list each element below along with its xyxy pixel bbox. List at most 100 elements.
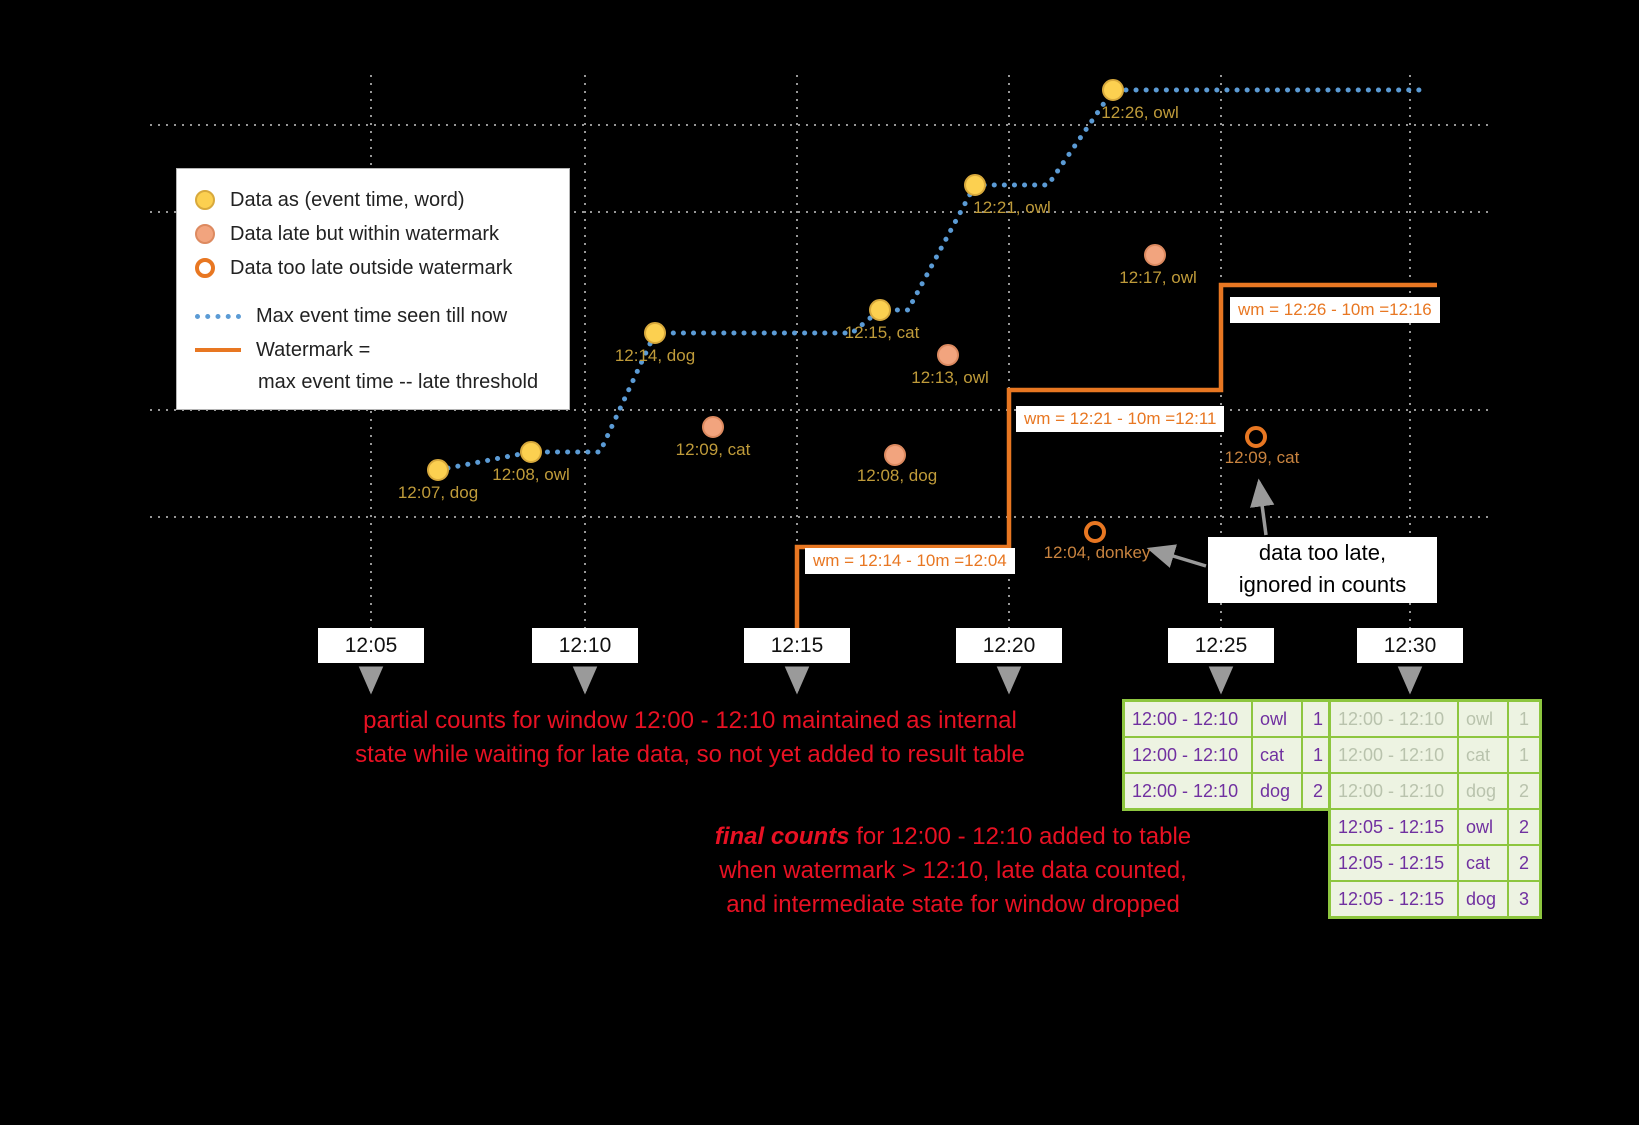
table-cell: cat: [1457, 844, 1509, 882]
table-cell: cat: [1457, 736, 1509, 774]
too-late-circle-icon: [195, 258, 215, 278]
point-label: 12:13, owl: [911, 368, 989, 387]
final-counts-emphasis: final counts: [714, 823, 850, 850]
legend-label-watermark: Watermark =: [256, 338, 371, 361]
legend-label-watermark-2: max event time -- late threshold: [258, 370, 539, 393]
legend-label-max-event-line: Max event time seen till now: [256, 304, 508, 327]
annotation-line: final counts for 12:00 - 12:10 added to …: [628, 820, 1278, 854]
point-label: 12:08, owl: [492, 465, 570, 484]
point-label: 12:09, cat: [675, 440, 751, 459]
point-label: 12:04, donkey: [1043, 543, 1151, 562]
table-cell: 3: [1507, 880, 1542, 919]
data-point-ontime: [520, 441, 542, 463]
table-cell: owl: [1251, 699, 1303, 738]
table-row: 12:05 - 12:15 cat 2: [1328, 844, 1542, 882]
table-cell: 2: [1507, 808, 1542, 846]
table-cell: cat: [1251, 736, 1303, 774]
data-point-too-late: [1245, 426, 1267, 448]
point-label: 12:14, dog: [614, 346, 696, 365]
table-cell: 12:05 - 12:15: [1328, 880, 1459, 919]
tick-12-15: 12:15: [744, 628, 850, 663]
point-label: 12:08, dog: [856, 466, 938, 485]
table-cell: 12:00 - 12:10: [1328, 772, 1459, 810]
table-cell: owl: [1457, 699, 1509, 738]
table-cell: 2: [1507, 844, 1542, 882]
table-cell: 1: [1507, 699, 1542, 738]
legend-item-watermark: Watermark =: [195, 333, 559, 367]
legend-item-max-event-line: Max event time seen till now: [195, 299, 559, 333]
tick-12-05: 12:05: [318, 628, 424, 663]
data-point-ontime: [644, 322, 666, 344]
table-cell: 2: [1507, 772, 1542, 810]
annotation-line: partial counts for window 12:00 - 12:10 …: [363, 707, 1017, 734]
tick-12-30: 12:30: [1357, 628, 1463, 663]
point-label: 12:07, dog: [397, 483, 479, 502]
legend: Data as (event time, word) Data late but…: [176, 168, 570, 410]
data-point-too-late: [1084, 521, 1106, 543]
point-label: 12:21, owl: [973, 198, 1051, 217]
annotation-line: when watermark > 12:10, late data counte…: [719, 857, 1187, 884]
table-cell: 12:00 - 12:10: [1122, 699, 1253, 738]
legend-label-ontime: Data as (event time, word): [230, 188, 465, 211]
data-point-ontime: [964, 174, 986, 196]
data-point-ontime: [427, 459, 449, 481]
table-cell: owl: [1457, 808, 1509, 846]
data-point-ontime: [1102, 79, 1124, 101]
tick-12-10: 12:10: [532, 628, 638, 663]
table-cell: 12:00 - 12:10: [1122, 736, 1253, 774]
watermark-value-label: wm = 12:26 - 10m =12:16: [1230, 297, 1440, 323]
max-event-time-line: [435, 87, 1423, 473]
note-line: ignored in counts: [1238, 572, 1407, 597]
table-cell: dog: [1457, 772, 1509, 810]
watermark-line-icon: [195, 348, 241, 352]
result-table-12-30: 12:00 - 12:10 owl 1 12:00 - 12:10 cat 1 …: [1328, 699, 1542, 919]
table-cell: 12:00 - 12:10: [1328, 699, 1459, 738]
point-label: 12:15, cat: [844, 323, 920, 342]
legend-item-late: Data late but within watermark: [195, 217, 559, 251]
data-point-late: [884, 444, 906, 466]
too-late-note-arrows: [1146, 478, 1275, 568]
data-point-late: [702, 416, 724, 438]
partial-counts-annotation: partial counts for window 12:00 - 12:10 …: [300, 704, 1080, 772]
too-late-note: data too late, ignored in counts: [1208, 537, 1437, 603]
table-cell: dog: [1251, 772, 1303, 811]
point-label: 12:09, cat: [1224, 448, 1300, 467]
table-cell: 12:00 - 12:10: [1122, 772, 1253, 811]
tick-12-20: 12:20: [956, 628, 1062, 663]
watermark-line: [794, 282, 1437, 631]
table-row-faded: 12:00 - 12:10 owl 1: [1328, 699, 1542, 738]
late-dot-icon: [195, 224, 215, 244]
table-row: 12:00 - 12:10 dog 2: [1122, 772, 1336, 811]
legend-item-watermark-cont: max event time -- late threshold: [195, 367, 559, 397]
annotation-line: and intermediate state for window droppe…: [726, 891, 1180, 918]
table-cell: 12:00 - 12:10: [1328, 736, 1459, 774]
tick-arrows: [358, 666, 1423, 695]
table-row-faded: 12:00 - 12:10 dog 2: [1328, 772, 1542, 810]
table-cell: 12:05 - 12:15: [1328, 844, 1459, 882]
final-counts-annotation: final counts for 12:00 - 12:10 added to …: [628, 820, 1278, 922]
tick-12-25: 12:25: [1168, 628, 1274, 663]
point-label: 12:26, owl: [1101, 103, 1179, 122]
legend-label-late: Data late but within watermark: [230, 222, 500, 245]
table-row: 12:05 - 12:15 dog 3: [1328, 880, 1542, 919]
watermark-value-label: wm = 12:21 - 10m =12:11: [1016, 406, 1225, 432]
annotation-line: state while waiting for late data, so no…: [355, 741, 1025, 768]
legend-item-ontime: Data as (event time, word): [195, 183, 559, 217]
table-row-faded: 12:00 - 12:10 cat 1: [1328, 736, 1542, 774]
data-point-ontime: [869, 299, 891, 321]
data-point-late: [1144, 244, 1166, 266]
max-event-line-icon: [195, 313, 241, 319]
table-row: 12:00 - 12:10 cat 1: [1122, 736, 1336, 774]
annotation-text: for 12:00 - 12:10 added to table: [849, 823, 1192, 850]
point-label: 12:17, owl: [1119, 268, 1197, 287]
result-table-12-25: 12:00 - 12:10 owl 1 12:00 - 12:10 cat 1 …: [1122, 699, 1336, 811]
table-row: 12:05 - 12:15 owl 2: [1328, 808, 1542, 846]
note-line: data too late,: [1258, 540, 1387, 565]
data-point-late: [937, 344, 959, 366]
watermark-value-label: wm = 12:14 - 10m =12:04: [805, 548, 1015, 574]
legend-label-toolate: Data too late outside watermark: [230, 256, 513, 279]
table-cell: 1: [1507, 736, 1542, 774]
table-row: 12:00 - 12:10 owl 1: [1122, 699, 1336, 738]
